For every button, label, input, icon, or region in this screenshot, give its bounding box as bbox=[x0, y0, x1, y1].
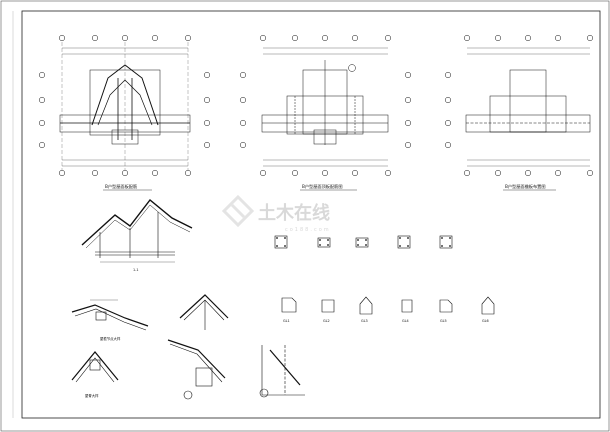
plan-3-title: B户型屋面檐板布置图 bbox=[505, 183, 546, 190]
watermark-logo-icon bbox=[221, 194, 255, 228]
column-label-4: GL4 bbox=[402, 319, 409, 323]
column-label-2: GL2 bbox=[323, 319, 330, 323]
corner-node-detail bbox=[259, 345, 305, 398]
plan-3-roof-eave-layout bbox=[444, 34, 594, 177]
column-label-5: GL5 bbox=[440, 319, 447, 323]
sheet-inner-border bbox=[21, 10, 601, 419]
watermark-title: 土木在线 bbox=[258, 202, 330, 224]
section-1-1 bbox=[81, 199, 193, 263]
ridge-node-detail-small bbox=[179, 294, 229, 330]
watermark: 土木在线 co188.com bbox=[221, 194, 331, 233]
plan-2-title: B户型屋面顶板配筋图 bbox=[302, 183, 343, 190]
slope-node-detail bbox=[167, 339, 226, 400]
plan-1-roof-slab-reinforcement bbox=[38, 34, 211, 177]
ridge-detail bbox=[71, 351, 119, 383]
section-1-1-label: 1-1 bbox=[133, 268, 139, 272]
plan-2-roof-top-slab-reinforcement bbox=[239, 34, 412, 177]
column-label-1: GL1 bbox=[283, 319, 290, 323]
column-label-3: GL3 bbox=[361, 319, 368, 323]
eave-node-detail bbox=[71, 299, 149, 331]
watermark-subtitle: co188.com bbox=[285, 227, 331, 233]
plan-1-title: B户型屋面板配筋 bbox=[105, 183, 137, 190]
eave-detail-label: 屋檐节点大样 bbox=[100, 336, 121, 341]
column-sections-row-1 bbox=[274, 235, 453, 249]
ridge-detail-label: 屋脊大样 bbox=[85, 393, 99, 398]
column-sections-row-2 bbox=[281, 296, 495, 315]
column-label-6: GL6 bbox=[482, 319, 489, 323]
